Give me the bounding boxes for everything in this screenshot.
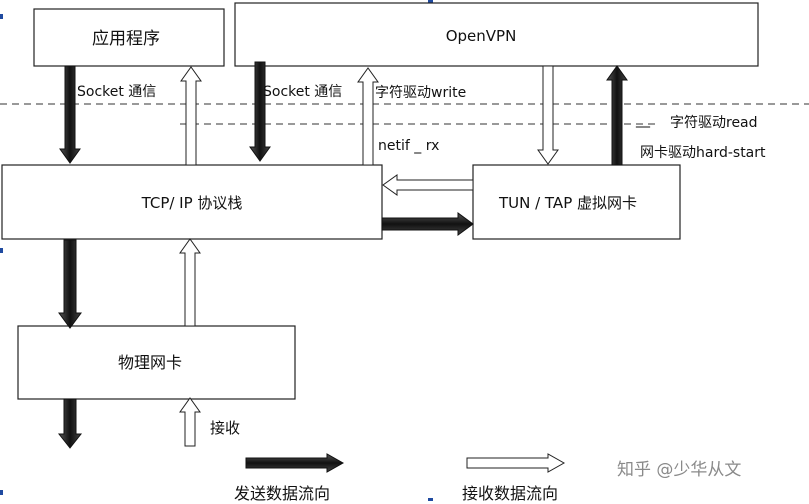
physical-nic-box-label: 物理网卡 (118, 353, 182, 372)
recv-arrow-incoming (179, 397, 201, 447)
char-write-label: 字符驱动write (375, 85, 466, 101)
char-read-label: 字符驱动read (670, 115, 758, 131)
legend: 发送数据流向 接收数据流向 (234, 453, 566, 503)
app-box: 应用程序 (33, 8, 225, 67)
tuntap-box-label: TUN / TAP 虚拟网卡 (498, 194, 637, 212)
edge-marker (428, 498, 433, 501)
recv-arrow-stack-to-app (180, 66, 202, 166)
legend-recv-label: 接收数据流向 (462, 484, 558, 503)
recv-arrow-openvpn-to-tuntap (537, 65, 559, 165)
edge-marker (428, 0, 433, 3)
socket-label-right: Socket 通信 (263, 84, 342, 100)
send-arrow-stack-to-nic (58, 239, 82, 329)
edge-marker (0, 248, 3, 253)
send-arrow-stack-to-tuntap (381, 212, 474, 236)
openvpn-box: OpenVPN (234, 2, 759, 67)
edge-marker (0, 14, 3, 19)
receive-label: 接收 (210, 419, 240, 437)
send-arrow-nic-out (57, 398, 83, 449)
tcpip-stack-box-label: TCP/ IP 协议栈 (141, 194, 243, 212)
openvpn-box-label: OpenVPN (446, 27, 517, 45)
tuntap-box: TUN / TAP 虚拟网卡 (472, 164, 681, 240)
tcpip-stack-box: TCP/ IP 协议栈 (1, 164, 383, 240)
recv-arrow-tuntap-to-stack (382, 174, 474, 196)
hard-start-label: 网卡驱动hard-start (640, 145, 766, 161)
send-arrow-app-to-stack (59, 65, 81, 164)
legend-send-label: 发送数据流向 (234, 484, 330, 503)
watermark: 知乎 @少华从文 (617, 460, 741, 480)
netif-rx-label: netif _ rx (378, 138, 439, 154)
socket-label-left: Socket 通信 (77, 84, 156, 100)
legend-recv-arrow (466, 453, 566, 473)
physical-nic-box: 物理网卡 (17, 325, 296, 400)
app-box-label: 应用程序 (92, 29, 160, 49)
edge-marker (0, 490, 3, 495)
read-dash-label: __ (635, 112, 651, 128)
recv-arrow-nic-to-stack (179, 238, 201, 327)
legend-send-arrow (245, 453, 345, 473)
recv-arrow-stack-to-openvpn (357, 67, 379, 166)
send-arrow-openvpn-to-stack (249, 61, 271, 162)
send-arrow-tuntap-to-openvpn (606, 65, 628, 166)
